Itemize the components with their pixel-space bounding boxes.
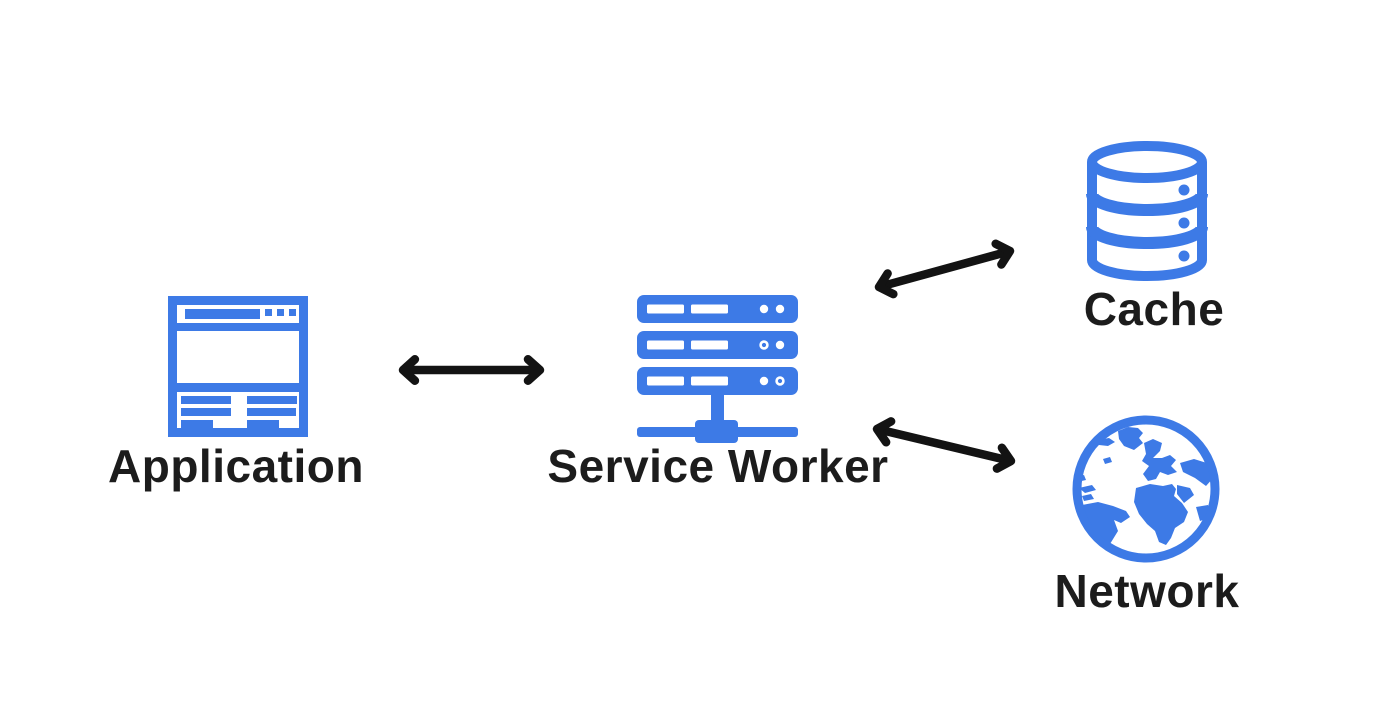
node-cache xyxy=(1086,140,1208,283)
node-application xyxy=(168,296,308,437)
arrow-serviceworker-cache xyxy=(874,239,1015,299)
label-application: Application xyxy=(108,440,364,492)
node-network xyxy=(1072,415,1220,563)
server-rack-icon xyxy=(637,295,798,443)
globe-icon xyxy=(1072,415,1220,563)
arrow-application-serviceworker xyxy=(398,355,545,385)
node-service-worker xyxy=(637,295,798,443)
arrow-serviceworker-network xyxy=(872,417,1016,473)
database-cylinder-icon xyxy=(1086,141,1208,281)
label-service-worker: Service Worker xyxy=(547,440,889,492)
label-cache: Cache xyxy=(1083,283,1225,335)
label-network: Network xyxy=(1054,565,1240,617)
browser-window-icon xyxy=(168,296,308,437)
